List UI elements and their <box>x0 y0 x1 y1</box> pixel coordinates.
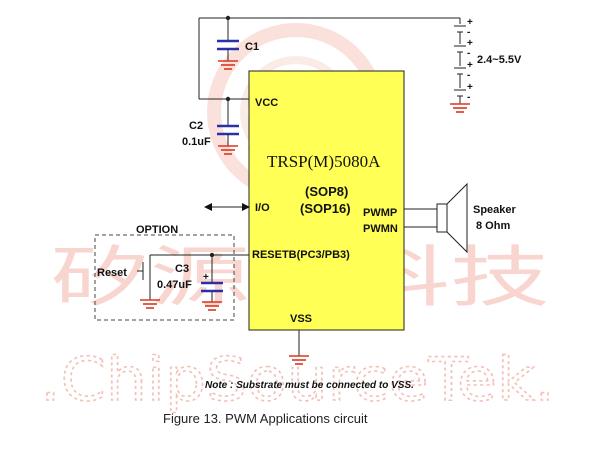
svg-text:-: - <box>467 48 470 59</box>
capacitor-c1 <box>217 39 239 70</box>
speaker-label: Speaker <box>473 204 517 216</box>
vcc-rail <box>198 15 461 125</box>
c3-label: C3 <box>175 263 189 275</box>
c1-label: C1 <box>245 41 259 53</box>
c3-value: 0.47uF <box>157 279 192 291</box>
pin-vss-label: VSS <box>290 313 312 325</box>
svg-text:-: - <box>467 92 470 103</box>
battery-icon: + - + - + - + - <box>450 17 473 113</box>
c2-label: C2 <box>189 120 203 132</box>
chip-body <box>248 70 405 331</box>
io-bidirectional-arrow-icon <box>204 203 250 211</box>
option-label: OPTION <box>136 224 178 236</box>
pin-pwmn-label: PWMN <box>363 223 398 235</box>
speaker-icon <box>436 182 468 254</box>
speaker-impedance-label: 8 Ohm <box>476 220 510 232</box>
pin-pwmp-label: PWMP <box>363 207 397 219</box>
chip-name: TRSP(M)5080A <box>267 152 381 171</box>
svg-text:+: + <box>467 60 473 71</box>
svg-text:+: + <box>467 38 473 49</box>
chip-package-sop16: (SOP16) <box>300 201 351 216</box>
svg-text:-: - <box>467 70 470 81</box>
capacitor-c2 <box>217 124 239 155</box>
battery-voltage-label: 2.4~5.5V <box>477 54 522 66</box>
capacitor-c3: + <box>201 272 223 311</box>
svg-text:+: + <box>467 82 473 93</box>
svg-text:-: - <box>467 27 470 38</box>
substrate-note: Note : Substrate must be connected to VS… <box>205 380 414 391</box>
chip-package-sop8: (SOP8) <box>305 184 348 199</box>
figure-caption: Figure 13. PWM Applications circuit <box>163 411 368 426</box>
c2-value: 0.1uF <box>182 136 211 148</box>
pwm-wires <box>404 208 437 228</box>
pin-vcc-label: VCC <box>255 97 278 109</box>
reset-switch-icon <box>137 262 160 309</box>
vss-ground <box>289 330 309 365</box>
pin-io-label: I/O <box>255 202 270 214</box>
pin-reset-label: RESETB(PC3/PB3) <box>252 249 350 261</box>
svg-text:+: + <box>203 272 209 283</box>
reset-switch-label: Reset <box>97 267 127 279</box>
svg-text:+: + <box>467 17 473 28</box>
reset-network-wires <box>149 252 249 302</box>
